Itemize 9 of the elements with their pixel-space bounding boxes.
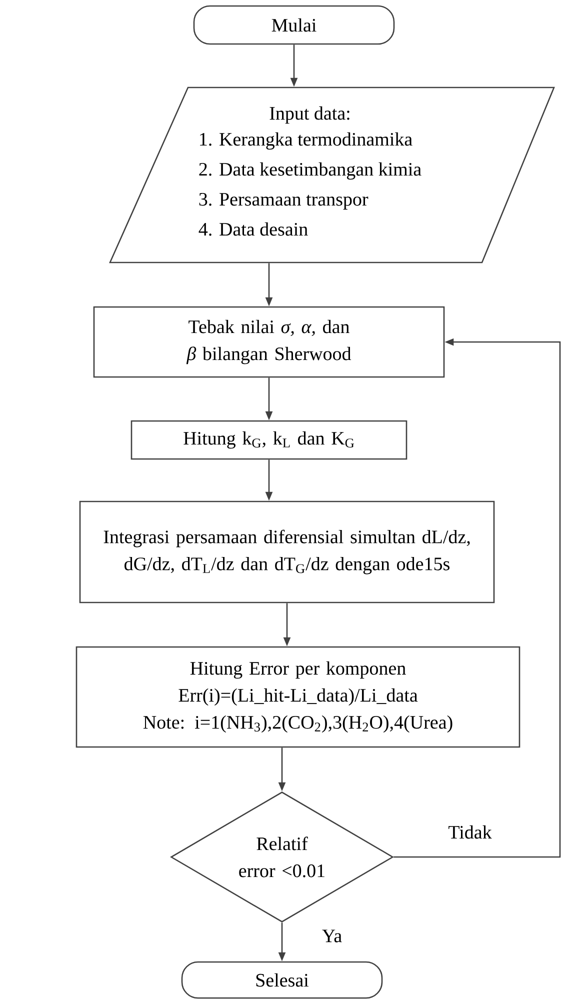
process-box: Hitung k$_{G}$, k$_{L}$ dan K$_{G}$	[130, 420, 408, 460]
input-parallelogram: Input data: 1. Kerangka termodinamika 2. Data kesetimbangan kimia 3. Persamaan transpor 4. Data desain	[109, 86, 555, 264]
terminal-box: Mulai	[193, 5, 395, 45]
edge-label: Ya	[322, 930, 342, 942]
edge-label: Tidak	[448, 825, 492, 839]
process-box: Integrasi persamaan diferensial simultan dL/dz, dG/dz, dT$_{L}$/dz dan dT$_{G}$/dz dengan ode15s	[79, 500, 495, 604]
process-box: Tebak nilai σ, α, dan β bilangan Sherwood	[93, 306, 445, 378]
terminal-box: Selesai	[181, 961, 383, 999]
process-box: Hitung Error per komponen Err(i)=(Li_hit-Li_data)/Li_data Note: i=1(NH$_{3}$),2(CO$_{2}$),3(H$_{2}$O),4(Urea)	[76, 646, 520, 748]
